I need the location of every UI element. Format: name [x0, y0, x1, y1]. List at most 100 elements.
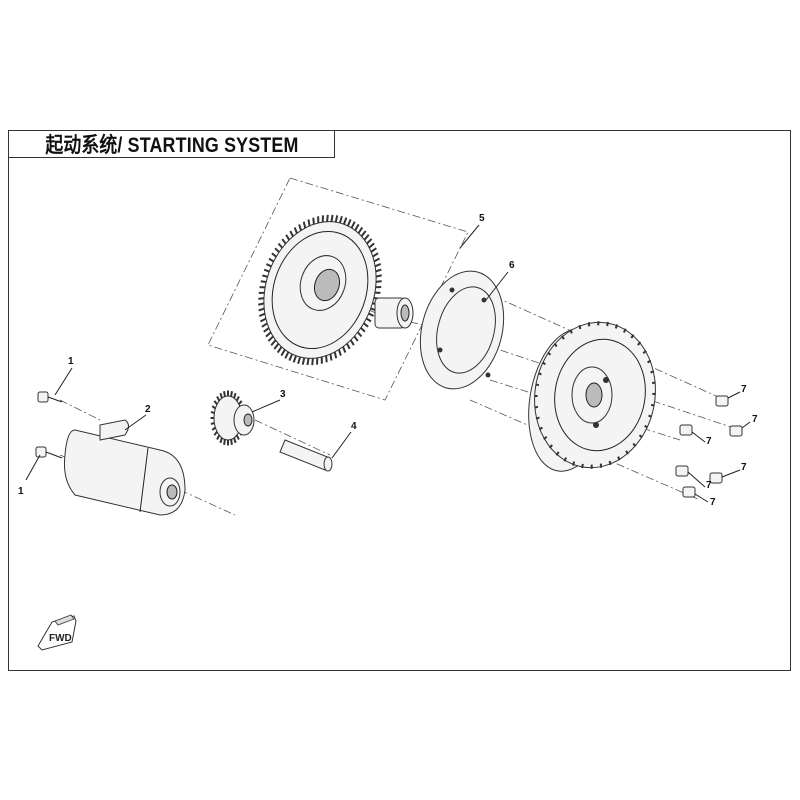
- gear-tooth: [357, 226, 364, 234]
- callout-leaders: [25, 224, 751, 503]
- title-box: 起动系统/ STARTING SYSTEM: [8, 130, 335, 158]
- gear-tooth: [274, 247, 280, 253]
- bolt-1-upper: [37, 391, 63, 403]
- idle-gear-shaft: [279, 439, 333, 472]
- gear-tooth: [211, 426, 216, 431]
- gear-tooth: [368, 242, 375, 249]
- gear-tooth: [262, 274, 268, 278]
- gear-tooth: [360, 230, 367, 237]
- gear-tooth: [578, 324, 582, 330]
- bolt-1-lower: [35, 446, 63, 459]
- gear-tooth: [541, 361, 546, 366]
- gear-tooth: [230, 439, 233, 445]
- flywheel-bolts: [675, 395, 743, 498]
- gear-tooth: [276, 346, 283, 354]
- gear-tooth: [288, 353, 294, 361]
- gear-tooth: [281, 238, 287, 245]
- callout-4: 4: [351, 421, 357, 432]
- callout-2: 2: [145, 404, 151, 415]
- gear-tooth: [346, 343, 351, 350]
- gear-tooth: [216, 434, 221, 440]
- gear-tooth: [326, 214, 329, 222]
- gear-tooth: [297, 356, 302, 365]
- gear-tooth: [648, 414, 653, 418]
- gear-tooth: [647, 359, 652, 364]
- gear-tooth: [548, 444, 553, 449]
- gear-tooth: [372, 252, 379, 258]
- gear-tooth: [271, 252, 277, 258]
- gear-tooth: [535, 416, 540, 420]
- gear-tooth: [258, 302, 265, 306]
- gear-tooth: [569, 329, 573, 334]
- gear-tooth: [543, 435, 548, 441]
- fwd-label: FWD: [49, 633, 72, 644]
- starter-driven-gear: [258, 214, 382, 366]
- gear-tooth: [338, 215, 343, 224]
- gear-tooth: [642, 349, 647, 355]
- gear-tooth: [216, 396, 221, 402]
- gear-tooth: [261, 322, 268, 328]
- callout-7: 7: [752, 414, 758, 425]
- gear-tooth: [263, 268, 270, 273]
- gear-tooth: [213, 431, 218, 436]
- flywheel: [528, 321, 656, 472]
- gear-tooth: [375, 280, 382, 283]
- needle-bearing: [374, 297, 414, 329]
- gear-tooth: [534, 405, 539, 409]
- gear-tooth: [273, 343, 280, 350]
- callout-3: 3: [280, 389, 286, 400]
- gear-tooth: [363, 234, 370, 241]
- gear-tooth: [625, 450, 629, 455]
- gear-tooth: [265, 331, 272, 338]
- gear-tooth: [375, 268, 382, 273]
- gear-tooth: [637, 341, 642, 346]
- gear-tooth: [330, 214, 334, 222]
- one-way-clutch-ring: [419, 270, 505, 390]
- gear-tooth: [233, 392, 237, 399]
- gear-tooth: [375, 274, 382, 278]
- callout-7: 7: [706, 480, 712, 491]
- gear-tooth: [263, 327, 270, 333]
- gear-tooth: [370, 247, 377, 253]
- gear-tooth: [651, 381, 656, 385]
- gear-tooth: [650, 370, 655, 374]
- gear-tooth: [211, 405, 216, 410]
- gear-tooth: [312, 217, 315, 225]
- gear-tooth: [617, 456, 621, 461]
- gear-tooth: [366, 238, 373, 245]
- gear-tooth: [349, 339, 355, 346]
- gear-tooth: [258, 312, 266, 318]
- gear-tooth: [233, 437, 237, 444]
- gear-tooth: [360, 327, 366, 333]
- gear-tooth: [219, 392, 223, 399]
- gear-tooth: [223, 391, 226, 397]
- gear-tooth: [353, 335, 359, 342]
- gear-tooth: [346, 219, 352, 227]
- gear-tooth: [644, 424, 649, 429]
- gear-tooth: [306, 358, 310, 366]
- gear-tooth: [307, 219, 311, 227]
- callout-6: 6: [509, 260, 515, 271]
- starter-motor: [64, 419, 186, 516]
- gear-tooth: [268, 257, 275, 263]
- gear-tooth: [298, 224, 303, 231]
- gear-tooth: [350, 221, 356, 229]
- gear-tooth: [337, 349, 342, 356]
- gear-tooth: [638, 434, 643, 439]
- gear-tooth: [302, 221, 307, 229]
- gear-tooth: [343, 217, 348, 225]
- gear-tooth: [280, 349, 286, 357]
- page-title: 起动系统/ STARTING SYSTEM: [44, 134, 299, 157]
- gear-tooth: [606, 321, 609, 327]
- gear-tooth: [260, 280, 267, 284]
- gear-tooth: [537, 372, 542, 376]
- gear-tooth: [563, 457, 568, 462]
- gear-tooth: [293, 227, 298, 234]
- gear-tooth: [581, 463, 584, 469]
- gear-tooth: [292, 355, 297, 363]
- callout-5: 5: [479, 213, 485, 224]
- starter-idle-gear: [210, 390, 255, 446]
- gear-tooth: [235, 396, 240, 402]
- gear-tooth: [213, 400, 218, 405]
- gear-tooth: [223, 439, 226, 445]
